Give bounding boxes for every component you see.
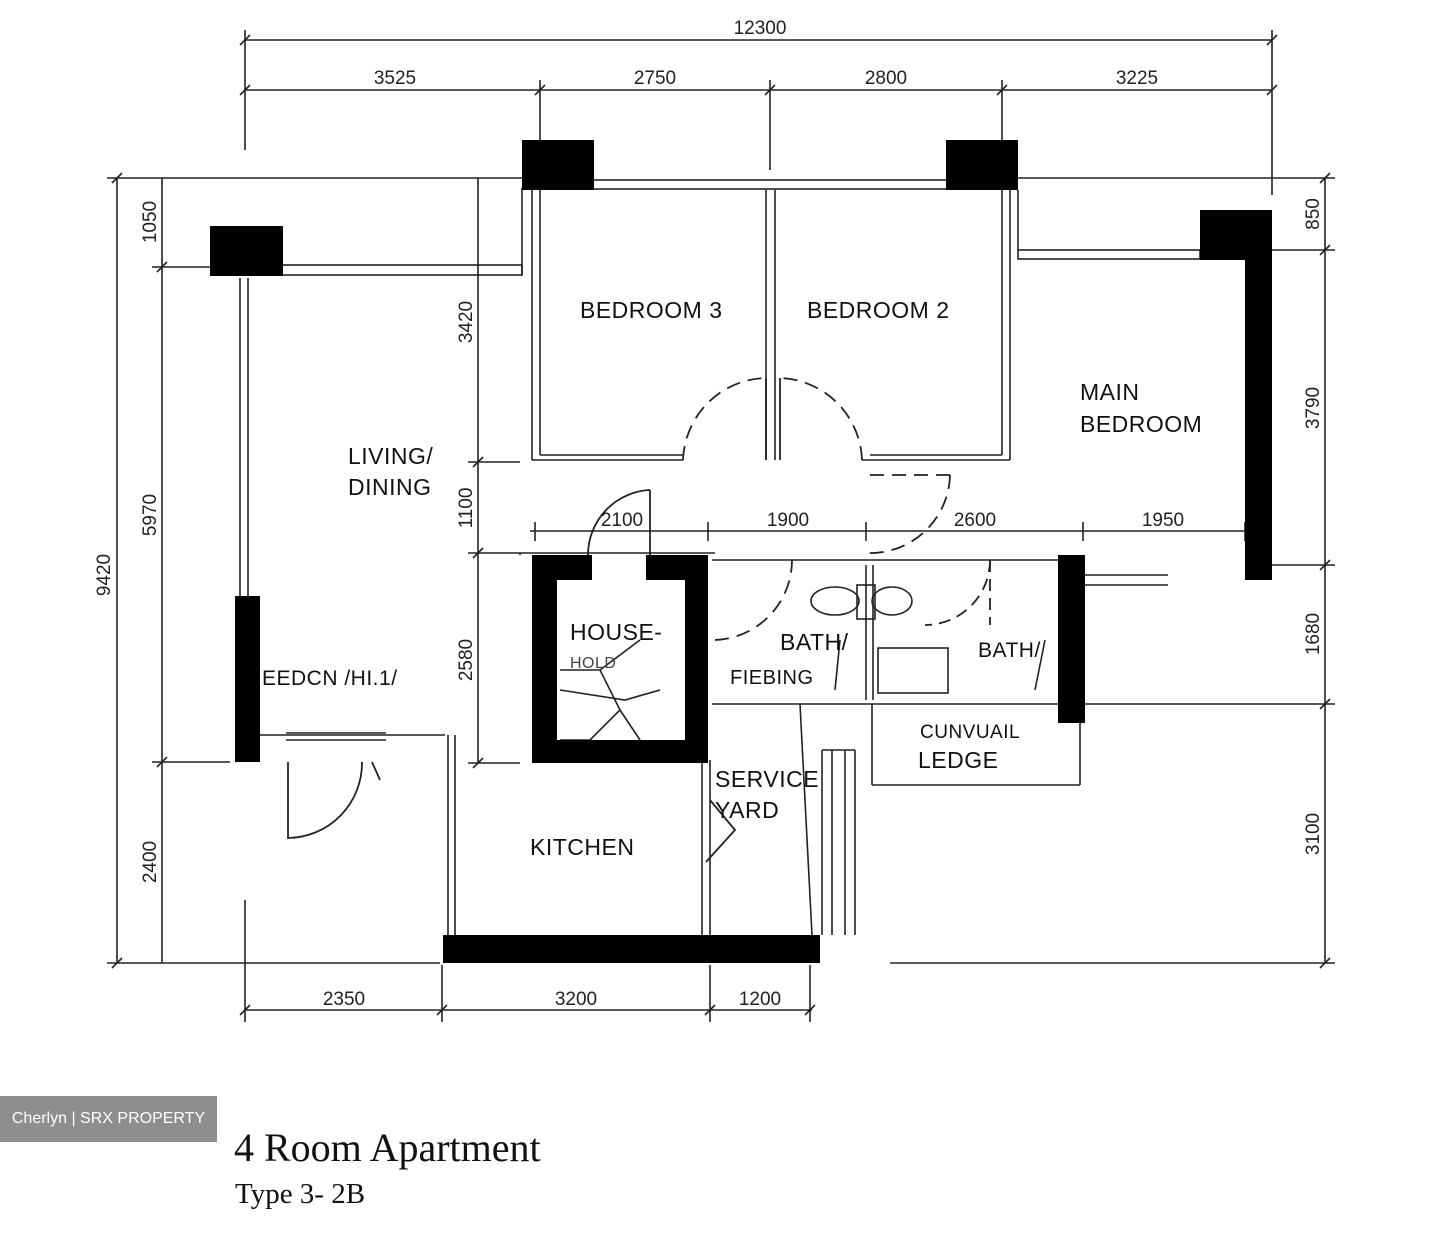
room-living-line2: DINING: [348, 474, 432, 500]
dim-right-a: 850: [1303, 198, 1324, 230]
room-bath-2: BATH/: [978, 639, 1041, 662]
dim-left-c: 2400: [140, 841, 161, 883]
room-kitchen: KITCHEN: [530, 834, 634, 860]
fixtures: [559, 584, 1046, 741]
room-living-line1: LIVING/: [348, 443, 433, 469]
watermark-badge: Cherlyn | SRX PROPERTY: [0, 1096, 217, 1142]
dim-inner-b: 1100: [456, 488, 477, 529]
room-service-yard-line2: YARD: [715, 797, 779, 823]
room-main-bedroom-line1: MAIN: [1080, 379, 1140, 405]
dim-overall-width: 12300: [734, 18, 787, 39]
dim-top-1: 3525: [374, 68, 416, 89]
room-ledge-line1: CUNVUAIL: [920, 722, 1020, 743]
dim-right-d: 3100: [1303, 813, 1324, 855]
room-bedroom-3: BEDROOM 3: [580, 297, 723, 323]
room-household-line1: HOUSE-: [570, 619, 662, 645]
dim-top-4: 3225: [1116, 68, 1158, 89]
room-main-bedroom-line2: BEDROOM: [1080, 411, 1202, 437]
room-bay: EEDCN /HI.1/: [262, 667, 398, 690]
dim-left-overall: 9420: [94, 554, 115, 596]
doors: [287, 377, 991, 863]
dim-mid-3: 2600: [954, 510, 996, 531]
dim-bottom-2: 3200: [555, 989, 597, 1010]
dim-inner-a: 3420: [456, 301, 477, 343]
room-service-yard-line1: SERVICE: [715, 766, 819, 792]
structural-walls: [210, 140, 1272, 963]
room-household-line2: HOLD: [570, 655, 616, 672]
dimension-labels: 12300 3525 2750 2800 3225 9420 1050 5970…: [94, 18, 1324, 1010]
dim-bottom-1: 2350: [323, 989, 365, 1010]
dim-inner-c: 2580: [456, 639, 477, 681]
floor-plan: 12300 3525 2750 2800 3225 9420 1050 5970…: [94, 18, 1335, 1022]
room-bedroom-2: BEDROOM 2: [807, 297, 950, 323]
plan-subtitle: Type 3- 2B: [235, 1178, 366, 1210]
plan-title: 4 Room Apartment: [234, 1125, 541, 1170]
dim-right-b: 3790: [1303, 387, 1324, 429]
room-ledge-line2: LEDGE: [918, 747, 998, 773]
room-labels: BEDROOM 3 BEDROOM 2 MAIN BEDROOM LIVING/…: [262, 297, 1202, 860]
dim-mid-2: 1900: [767, 510, 809, 531]
dim-left-a: 1050: [140, 201, 161, 243]
dim-mid-1: 2100: [601, 510, 643, 531]
dim-mid-4: 1950: [1142, 510, 1184, 531]
room-bath-1-sub: FIEBING: [730, 667, 814, 689]
dimension-lines: [107, 30, 1335, 1022]
dim-top-3: 2800: [865, 68, 907, 89]
room-bath-1: BATH/: [780, 629, 849, 655]
dim-bottom-3: 1200: [739, 989, 781, 1010]
dim-top-2: 2750: [634, 68, 676, 89]
dim-right-c: 1680: [1303, 613, 1324, 655]
dim-left-b: 5970: [140, 494, 161, 536]
